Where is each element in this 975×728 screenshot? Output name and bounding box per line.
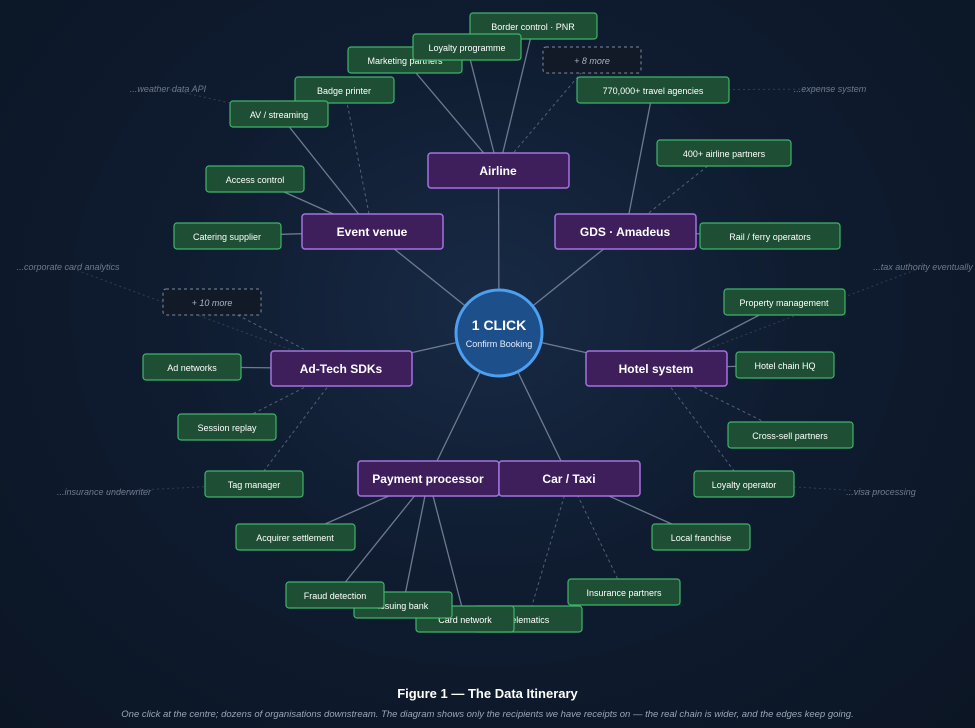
svg-text:Car / Taxi: Car / Taxi	[542, 472, 595, 486]
edge-airline-loyalty-programme	[466, 46, 500, 171]
recipient-property-management: Property management	[723, 288, 846, 316]
svg-text:Access control: Access control	[226, 175, 285, 185]
service-gds-amadeus: GDS · Amadeus	[554, 213, 697, 250]
fringe-layer: ...weather data API ...expense system ..…	[16, 84, 973, 497]
svg-text:Hotel chain HQ: Hotel chain HQ	[754, 361, 815, 371]
svg-text:Ad-Tech SDKs: Ad-Tech SDKs	[300, 362, 383, 376]
edge-adtech-tag	[253, 368, 342, 485]
recipient-access-control: Access control	[205, 165, 305, 193]
svg-text:Loyalty programme: Loyalty programme	[428, 43, 505, 53]
svg-text:Catering supplier: Catering supplier	[193, 232, 261, 242]
recipient-acquirer-settlement: Acquirer settlement	[235, 523, 356, 551]
services-layer: Airline GDS · Amadeus Event venue Hotel …	[270, 152, 728, 497]
recipient-cross-sell: Cross-sell partners	[727, 421, 854, 449]
service-payment-processor: Payment processor	[357, 460, 500, 497]
edge-gds-agencies	[624, 89, 654, 232]
recipient-rail-ferry: Rail / ferry operators	[699, 222, 841, 250]
svg-text:Cross-sell partners: Cross-sell partners	[752, 431, 828, 441]
svg-text:Session replay: Session replay	[197, 423, 257, 433]
svg-text:770,000+ travel agencies: 770,000+ travel agencies	[603, 86, 704, 96]
service-event-venue: Event venue	[301, 213, 444, 250]
recipient-session-replay: Session replay	[177, 413, 277, 441]
svg-text:AV / streaming: AV / streaming	[250, 110, 308, 120]
edge-airline-border	[497, 25, 535, 171]
service-airline: Airline	[427, 152, 570, 189]
svg-text:Badge printer: Badge printer	[317, 86, 371, 96]
svg-text:Event venue: Event venue	[337, 225, 408, 239]
figure-caption-text: One click at the centre; dozens of organ…	[121, 709, 854, 720]
svg-text:Issuing bank: Issuing bank	[378, 601, 429, 611]
recipient-badge-printer: Badge printer	[294, 76, 395, 104]
fringe-corporate: ...corporate card analytics	[16, 262, 120, 272]
svg-text:Airline: Airline	[479, 164, 517, 178]
center-subtitle: Confirm Booking	[466, 339, 533, 349]
fringe-insurer: ...insurance underwriter	[57, 487, 152, 497]
center-node: 1 CLICK Confirm Booking	[454, 288, 544, 378]
svg-text:400+ airline partners: 400+ airline partners	[683, 149, 766, 159]
recipient-av-streaming: AV / streaming	[229, 100, 329, 128]
edge-car-telematics	[527, 478, 570, 620]
edge-airline-marketing	[404, 59, 499, 171]
svg-text:Property management: Property management	[739, 298, 829, 308]
more-node-airline: + 8 more	[542, 46, 642, 74]
edge-event-badge	[344, 89, 373, 232]
center-title: 1 CLICK	[472, 317, 526, 333]
recipient-insurance-partners: Insurance partners	[567, 578, 681, 606]
edge-adtech-corporate	[67, 266, 342, 369]
svg-text:Tag manager: Tag manager	[228, 480, 281, 490]
service-car-taxi: Car / Taxi	[498, 460, 641, 497]
svg-text:Hotel system: Hotel system	[619, 362, 694, 376]
svg-text:Insurance partners: Insurance partners	[586, 588, 662, 598]
svg-text:Telematics: Telematics	[507, 615, 550, 625]
svg-text:Card network: Card network	[438, 615, 492, 625]
fringe-visa: ...visa processing	[846, 487, 916, 497]
edge-hotel-loyalty-operator	[656, 368, 745, 485]
recipient-local-franchise: Local franchise	[651, 523, 751, 551]
edge-payment-issuing	[402, 478, 430, 606]
edge-av-weather	[167, 88, 280, 115]
edge-event-av	[278, 113, 374, 232]
edge-airline-more-airline	[498, 59, 593, 171]
recipient-border-control: Border control · PNR	[469, 12, 598, 40]
recipient-ad-networks: Ad networks	[142, 353, 242, 381]
figure-caption-title: Figure 1 — The Data Itinerary	[397, 686, 578, 701]
edge-payment-fraud	[334, 478, 430, 596]
recipient-loyalty-operator: Loyalty operator	[693, 470, 795, 498]
more-node-adtech: + 10 more	[162, 288, 262, 316]
svg-text:GDS · Amadeus: GDS · Amadeus	[580, 225, 671, 239]
svg-text:Marketing partners: Marketing partners	[367, 56, 443, 66]
service-ad-tech-sdks: Ad-Tech SDKs	[270, 350, 413, 387]
fringe-expense: ...expense system	[794, 84, 867, 94]
recipient-loyalty-programme: Loyalty programme	[412, 33, 522, 61]
fringe-weather: ...weather data API	[130, 84, 207, 94]
edge-car-insurance	[569, 478, 625, 593]
recipient-catering-supplier: Catering supplier	[173, 222, 282, 250]
recipient-hotel-chain-hq: Hotel chain HQ	[735, 351, 835, 379]
edge-payment-card-network	[427, 478, 466, 620]
svg-text:Fraud detection: Fraud detection	[304, 591, 367, 601]
recipient-travel-agencies: 770,000+ travel agencies	[576, 76, 730, 104]
svg-text:+ 8 more: + 8 more	[574, 56, 610, 66]
recipient-airline-partners: 400+ airline partners	[656, 139, 792, 167]
svg-text:Loyalty operator: Loyalty operator	[712, 480, 777, 490]
svg-text:Rail / ferry operators: Rail / ferry operators	[729, 232, 811, 242]
svg-text:+ 10 more: + 10 more	[192, 298, 233, 308]
recipients-layer: Border control · PNR Marketing partners …	[142, 12, 854, 633]
svg-text:Payment processor: Payment processor	[372, 472, 484, 486]
svg-text:Ad networks: Ad networks	[167, 363, 217, 373]
service-hotel-system: Hotel system	[585, 350, 728, 387]
svg-text:Local franchise: Local franchise	[671, 533, 732, 543]
recipient-fraud-detection: Fraud detection	[285, 581, 385, 609]
fringe-tax: ...tax authority eventually	[873, 262, 973, 272]
svg-text:Acquirer settlement: Acquirer settlement	[256, 533, 334, 543]
svg-text:Border control · PNR: Border control · PNR	[491, 22, 575, 32]
recipient-tag-manager: Tag manager	[204, 470, 304, 498]
